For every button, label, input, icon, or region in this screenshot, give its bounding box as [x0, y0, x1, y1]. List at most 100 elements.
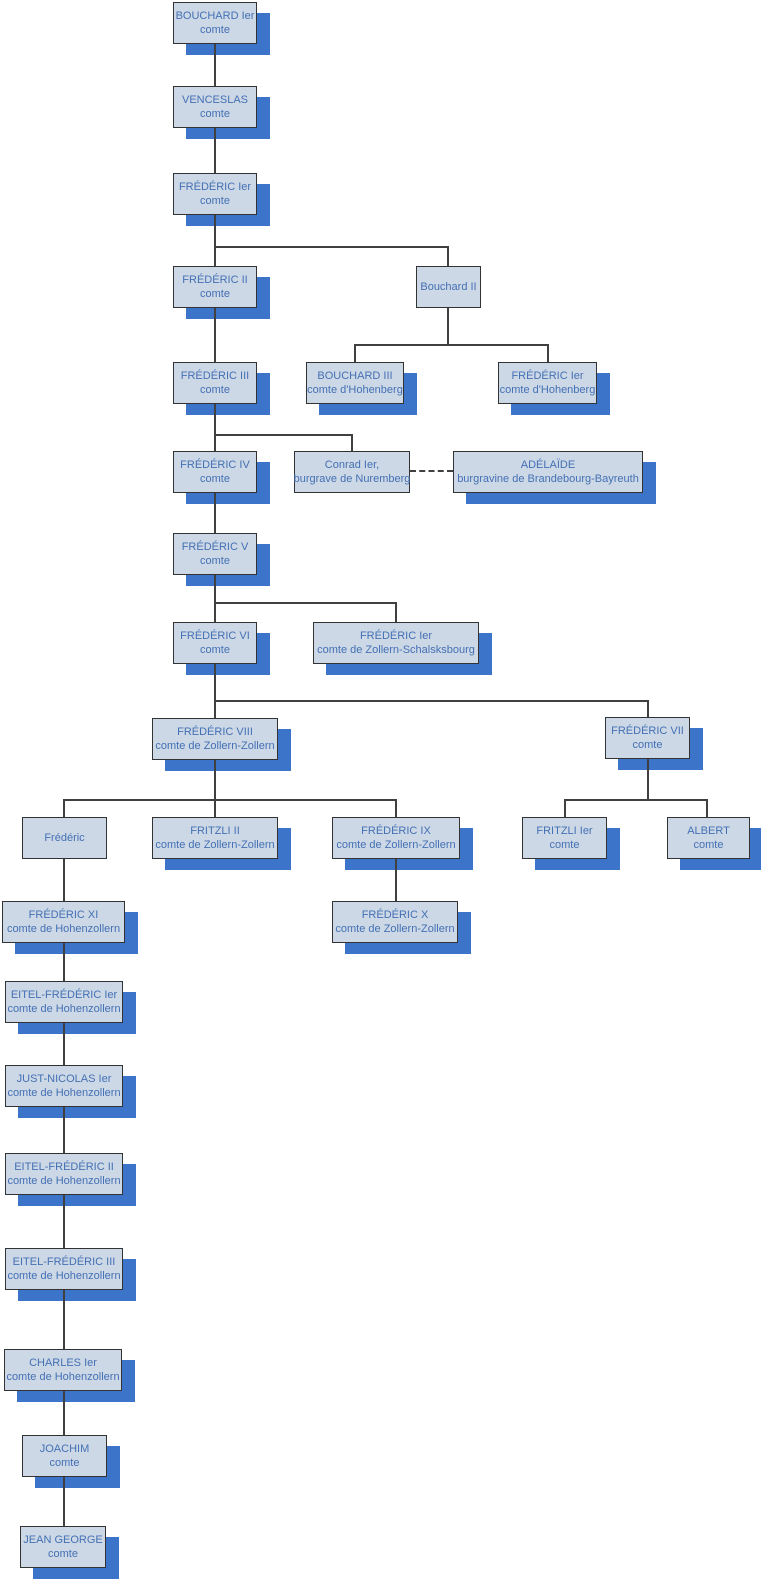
tree-node-venceslas: VENCESLAS comte: [173, 86, 257, 128]
connector-v-2: [214, 215, 216, 266]
person-title: comte de Hohenzollern: [6, 1371, 120, 1383]
person-title: comte: [200, 555, 230, 567]
connector-v-1: [214, 128, 216, 173]
person-name: BOUCHARD III: [317, 370, 393, 382]
connector-v-24: [395, 800, 397, 817]
connector-v-36: [63, 1391, 65, 1435]
connector-v-12: [351, 435, 353, 451]
person-title: comte: [200, 108, 230, 120]
connector-v-17: [395, 603, 397, 622]
tree-node-frederic-7: FRÉDÉRIC VII comte: [605, 717, 690, 759]
connector-v-18: [214, 664, 216, 718]
person-name: FRÉDÉRIC VIII: [177, 726, 253, 738]
person-name: JUST-NICOLAS Ier: [16, 1073, 112, 1085]
connector-v-23: [63, 800, 65, 817]
person-title: comte de Zollern-Zollern: [155, 740, 275, 752]
tree-node-albert: ALBERT comte: [667, 817, 750, 859]
connector-v-10: [214, 404, 216, 451]
person-title: comte de Hohenzollern: [7, 1087, 121, 1099]
connector-v-21: [214, 760, 216, 817]
person-name: FRÉDÉRIC VI: [180, 630, 250, 642]
tree-node-eitel-frederic-1: EITEL-FRÉDÉRIC Ier comte de Hohenzollern: [5, 981, 123, 1023]
person-title: comte de Zollern-Zollern: [155, 839, 275, 851]
connector-v-4: [447, 247, 449, 266]
connector-v-35: [63, 1290, 65, 1349]
connector-v-29: [63, 859, 65, 901]
tree-node-charles-1: CHARLES Ier comte de Hohenzollern: [4, 1349, 122, 1391]
tree-node-frederic-6: FRÉDÉRIC VI comte: [173, 622, 257, 664]
connector-v-6: [447, 308, 449, 345]
person-name: FRÉDÉRIC X: [361, 909, 429, 921]
connector-h-7: [354, 344, 549, 346]
person-name: ADÉLAÏDE: [520, 459, 576, 471]
person-name: FRÉDÉRIC V: [181, 541, 249, 553]
tree-node-bouchard-3: BOUCHARD III comte d'Hohenberg: [306, 362, 404, 404]
person-title: comte d'Hohenberg: [307, 384, 403, 396]
person-name: Frédéric: [44, 832, 85, 844]
tree-node-conrad-1: Conrad Ier,burgrave de Nuremberg: [294, 451, 410, 493]
person-title: burgravine de Brandebourg-Bayreuth: [457, 473, 639, 485]
connector-v-37: [63, 1477, 65, 1526]
person-name: FRÉDÉRIC XI: [28, 909, 99, 921]
person-name: FRITZLI Ier: [536, 825, 593, 837]
person-name: EITEL-FRÉDÉRIC Ier: [10, 989, 118, 1001]
tree-node-frederic-9: FRÉDÉRIC IX comte de Zollern-Zollern: [332, 817, 460, 859]
tree-node-bouchard-1: BOUCHARD Ier comte: [173, 2, 257, 44]
person-title: comte: [200, 644, 230, 656]
person-title: comte de Zollern-Zollern: [335, 923, 455, 935]
person-name: FRÉDÉRIC IV: [180, 459, 250, 471]
tree-node-frederic-11: FRÉDÉRIC XI comte de Hohenzollern: [2, 901, 125, 943]
connector-v-9: [547, 345, 549, 362]
person-title: comte: [200, 288, 230, 300]
person-name: FRÉDÉRIC Ier: [359, 630, 433, 642]
connector-v-0: [214, 44, 216, 86]
connector-v-5: [214, 308, 216, 362]
person-name: EITEL-FRÉDÉRIC II: [14, 1161, 114, 1173]
connector-v-25: [647, 759, 649, 800]
person-name: Conrad Ier,: [324, 459, 380, 471]
connector-v-31: [63, 943, 65, 981]
person-name: FRÉDÉRIC III: [180, 370, 250, 382]
person-name: VENCESLAS: [181, 94, 249, 106]
connector-dash-13: [410, 470, 453, 472]
person-title: comte: [200, 24, 230, 36]
person-name: ALBERT: [687, 825, 730, 837]
connector-v-32: [63, 1023, 65, 1065]
tree-node-frederic-1-zs: FRÉDÉRIC Ier comte de Zollern-Schalsksbou…: [313, 622, 479, 664]
connector-v-8: [354, 345, 356, 362]
connector-h-26: [564, 799, 708, 801]
tree-node-adelaide: ADÉLAÏDE burgravine de Brandebourg-Bayreu…: [453, 451, 643, 493]
person-title: comte: [49, 1457, 80, 1469]
person-name: CHARLES Ier: [29, 1357, 97, 1369]
person-title: comte: [693, 839, 724, 851]
connector-v-27: [564, 800, 566, 817]
tree-node-frederic-1-hoh: FRÉDÉRIC Ier comte d'Hohenberg: [498, 362, 597, 404]
person-name: FRÉDÉRIC Ier: [511, 370, 584, 382]
person-name: FRÉDÉRIC IX: [361, 825, 431, 837]
person-name: JEAN GEORGE: [23, 1534, 103, 1546]
person-name: BOUCHARD Ier: [175, 10, 255, 22]
person-title: comte de Hohenzollern: [7, 1003, 121, 1015]
person-title: comte de Hohenzollern: [6, 923, 121, 935]
connector-v-33: [63, 1107, 65, 1153]
connector-h-22: [63, 799, 397, 801]
tree-node-frederic-plain: Frédéric: [22, 817, 107, 859]
connector-v-14: [214, 493, 216, 533]
person-title: comte de Zollern-Schalsksbourg: [317, 644, 475, 656]
connector-h-16: [214, 602, 397, 604]
person-title: comte de Zollern-Zollern: [336, 839, 456, 851]
person-title: comte: [200, 195, 230, 207]
person-name: FRÉDÉRIC VII: [611, 725, 684, 737]
person-title: comte: [549, 839, 580, 851]
person-title: comte: [632, 739, 663, 751]
person-title: comte d'Hohenberg: [499, 384, 596, 396]
person-name: EITEL-FRÉDÉRIC III: [12, 1256, 116, 1268]
